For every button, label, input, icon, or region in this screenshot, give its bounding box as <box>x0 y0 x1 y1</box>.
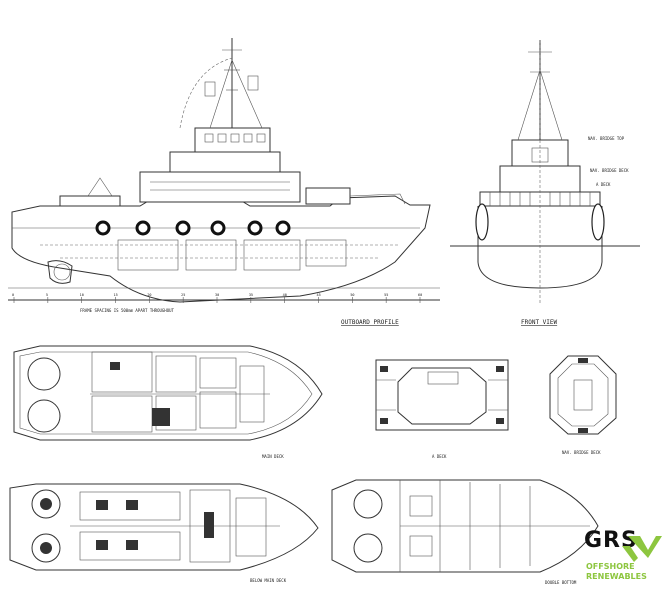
a-deck-plan: A DECK <box>375 359 509 459</box>
below-main-deck-title: BELOW MAIN DECK <box>250 578 287 583</box>
frame-tick-label: 0 <box>12 293 14 297</box>
outboard-profile-title: OUTBOARD PROFILE <box>341 319 399 326</box>
frame-tick-label: 55 <box>384 293 388 297</box>
main-deck-title: MAIN DECK <box>262 454 284 459</box>
nav-bridge-deck-plan: NAV. BRIDGE DECK <box>549 355 617 455</box>
frame-tick-label: 30 <box>215 293 219 297</box>
fender-row <box>95 220 291 236</box>
front-nav-bridge-top: NAV. BRIDGE TOP <box>588 136 625 141</box>
logo-chevron-icon <box>622 536 662 562</box>
frame-tick-label: 25 <box>181 293 185 297</box>
double-bottom-title: DOUBLE BOTTOM <box>545 580 577 585</box>
frame-tick-label: 20 <box>147 293 151 297</box>
a-deck-title: A DECK <box>432 454 447 459</box>
front-view: NAV. BRIDGE TOP NAV. BRIDGE DECK A DECK … <box>450 40 640 326</box>
frame-tick-label: 60 <box>418 293 422 297</box>
frame-tick-label: 45 <box>317 293 321 297</box>
frame-tick-label: 15 <box>114 293 118 297</box>
frame-tick-label: 5 <box>46 293 48 297</box>
frame-tick-label: 35 <box>249 293 253 297</box>
outboard-profile: 0 5 10 15 20 25 30 35 40 45 50 55 60 <box>8 38 440 326</box>
nav-bridge-deck-title: NAV. BRIDGE DECK <box>562 450 601 455</box>
logo-line2: RENEWABLES <box>586 572 647 581</box>
front-view-title: FRONT VIEW <box>521 319 558 326</box>
frame-tick-label: 40 <box>283 293 287 297</box>
frame-tick-label: 50 <box>350 293 354 297</box>
logo-line1: OFFSHORE <box>586 562 635 571</box>
front-nav-bridge-deck: NAV. BRIDGE DECK <box>590 168 629 173</box>
below-main-deck-plan: BELOW MAIN DECK <box>9 483 319 583</box>
frame-scale: 0 5 10 15 20 25 30 35 40 45 50 55 60 <box>12 293 422 303</box>
front-a-deck: A DECK <box>596 182 611 187</box>
grs-logo: GRS OFFSHORE RENEWABLES <box>582 528 662 592</box>
frame-spacing-note: FRAME SPACING IS 500mm APART THROUGHOUT <box>80 308 175 313</box>
main-deck-plan: MAIN DECK <box>13 345 323 459</box>
frame-tick-label: 10 <box>80 293 84 297</box>
double-bottom-plan: DOUBLE BOTTOM <box>331 479 599 585</box>
